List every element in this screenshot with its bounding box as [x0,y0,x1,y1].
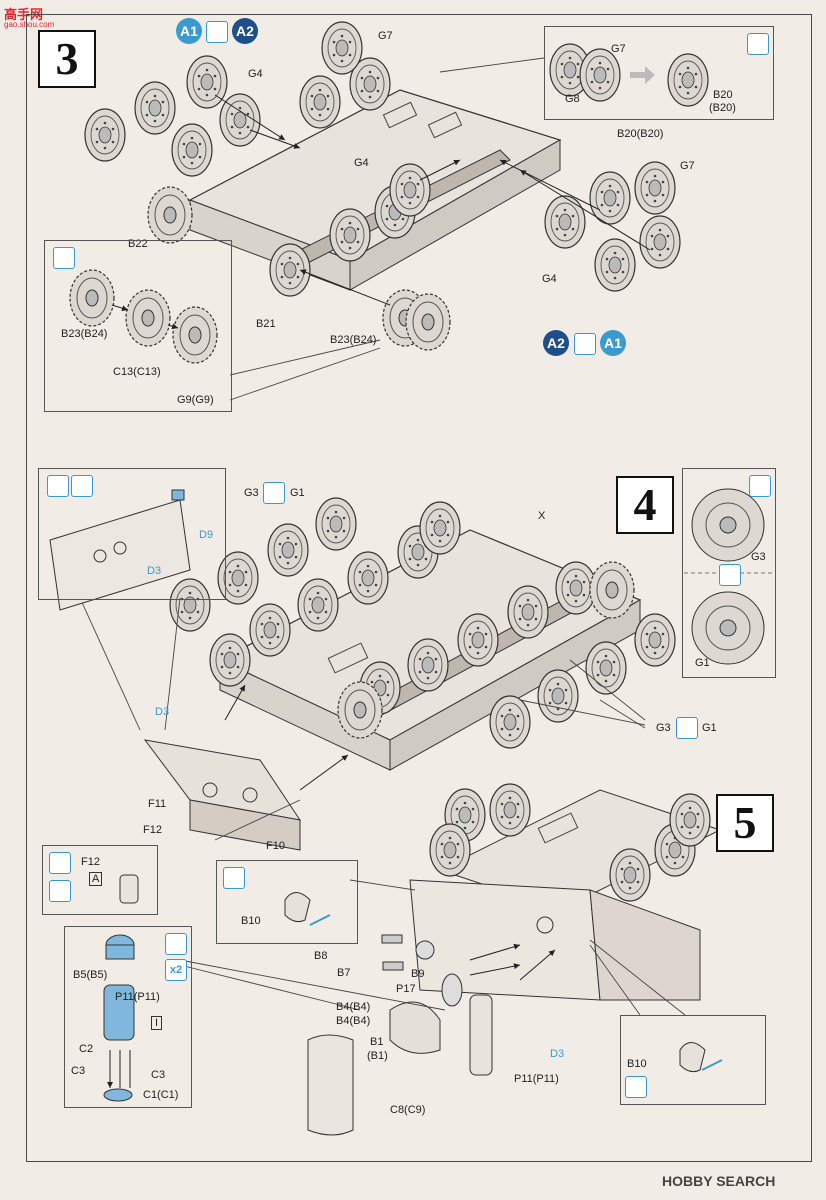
glue-icon [625,1076,647,1098]
step-3-footer-a1: A1 [600,330,626,356]
inset-sprocket-c13-c13: C13(C13) [113,366,161,378]
inset-wheel-g7: G7 [611,43,626,55]
inset-wheels-g3: G3 [751,551,766,563]
step-5-f12: F12 [143,824,162,836]
step-3-header-a2: A2 [232,18,258,44]
glue-icon [223,867,245,889]
step-4-x: X [538,510,546,522]
step-3-g4-bottom: G4 [542,273,557,285]
step-3-g4-mid: G4 [354,157,369,169]
inset-exhaust-ref-box: I [151,1016,163,1030]
swap-icon [206,21,228,43]
page-frame [26,14,812,1162]
step-5-f12-inset: F12 A [42,845,158,915]
glue-icon [53,247,75,269]
glue-icon [49,852,71,874]
inset-exhaust-c1-c1: C1(C1) [143,1089,179,1101]
swap-icon [574,333,596,355]
watermark-url: gao.shou.com [4,20,55,29]
swap-icon [71,475,93,497]
glue-icon [47,475,69,497]
step-5-b1: B1 [370,1036,384,1048]
inset-exhaust-b5-b5: B5(B5) [73,969,108,981]
inset-b10-left-label: B10 [241,915,261,927]
inset-exhaust-c2: C2 [79,1043,94,1055]
inset-wheel-b20-paren: (B20) [709,102,736,114]
step-3-header-a1: A1 [176,18,202,44]
step-4-g3-top: G3 [244,487,259,499]
step-4-g3-bottom: G3 [656,722,671,734]
inset-sprocket-b23-b24: B23(B24) [61,328,108,340]
inset-wheel-b20: B20 [713,89,733,101]
step-3-b20-b20: B20(B20) [617,128,664,140]
step-5-exhaust-inset: x2 B5(B5) P11(P11) I C2 C3 C3 C1(C1) [64,926,192,1108]
step-4-wheel-inset: G3 G1 [682,468,776,678]
step-3-sprocket-inset: B23(B24) C13(C13) G9(G9) [44,240,232,412]
step-5-b4-b4-a: B4(B4) [336,1001,371,1013]
step-5-b1-paren: (B1) [367,1050,388,1062]
inset-exhaust-p11-p11: P11(P11) [115,991,160,1003]
watermark-logo: 高手网 [4,7,44,22]
step-3-b23-b24: B23(B24) [330,334,377,346]
inset-wheel-g8: G8 [565,93,580,105]
swap-icon [719,564,741,586]
step-3-g4-top: G4 [248,68,263,80]
step-3-number: 3 [38,30,96,88]
inset-b10-right-label: B10 [627,1058,647,1070]
step-3-g7-right: G7 [680,160,695,172]
step-5-b7: B7 [337,967,351,979]
step-5-b9: B9 [411,968,425,980]
step-5-number: 5 [716,794,774,852]
step-5-f10: F10 [266,840,285,852]
step-4-g1-bottom: G1 [702,722,717,734]
step-3-b22: B22 [128,238,148,250]
step-5-p11-p11: P11(P11) [514,1073,559,1085]
step-5-b10-right-inset: B10 [620,1015,766,1105]
step-4-number: 4 [616,476,674,534]
inset-exhaust-c3-right: C3 [151,1069,166,1081]
step-4-d3-main: D3 [155,706,170,718]
glue-icon [749,475,771,497]
inset-plate-d9: D9 [199,529,214,541]
step-3-b21: B21 [256,318,276,330]
step-4-g1-top: G1 [290,487,305,499]
step-5-b4-b4-b: B4(B4) [336,1015,371,1027]
step-5-b8: B8 [314,950,328,962]
inset-plate-d3: D3 [147,565,162,577]
glue-icon [165,933,187,955]
swap-icon [263,482,285,504]
hobby-search-logo: HOBBY SEARCH [662,1173,776,1189]
step-5-p17: P17 [396,983,416,995]
inset-sprocket-g9-g9: G9(G9) [177,394,214,406]
step-3-g7-top: G7 [378,30,393,42]
star-icon [49,880,71,902]
step-3-wheel-inset: G7 G8 B20 (B20) [544,26,774,120]
inset-f12-a-box: A [89,872,103,886]
step-5-b10-left-inset: B10 [216,860,358,944]
glue-icon [747,33,769,55]
step-5-f11: F11 [148,798,167,810]
inset-f12-label: F12 [81,856,100,868]
inset-wheels-g1: G1 [695,657,710,669]
inset-exhaust-c3-left: C3 [71,1065,86,1077]
swap-icon [676,717,698,739]
step-5-d3: D3 [550,1048,565,1060]
quantity-badge: x2 [165,959,187,981]
step-3-footer-a2: A2 [543,330,569,356]
step-5-c8-c9: C8(C9) [390,1104,426,1116]
step-4-plate-inset: D9 D3 [38,468,226,600]
